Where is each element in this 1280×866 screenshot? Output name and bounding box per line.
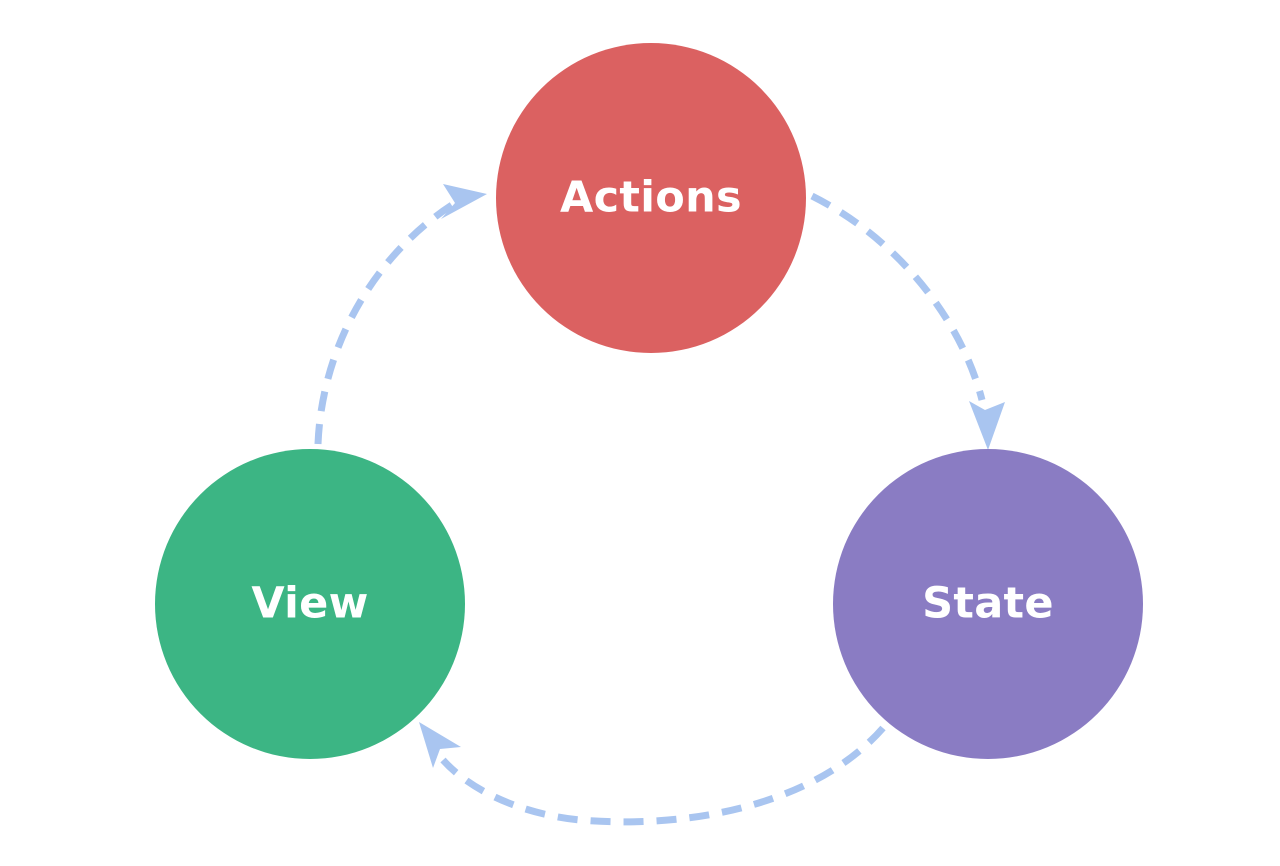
- edge-group: [314, 184, 1005, 826]
- edge-view-to-actions-path: [314, 202, 454, 445]
- node-actions-circle[interactable]: [496, 43, 806, 353]
- edge-actions-to-state[interactable]: [810, 192, 1005, 450]
- node-view-circle[interactable]: [155, 449, 465, 759]
- edge-actions-to-state-path: [810, 192, 986, 401]
- node-state[interactable]: State: [833, 449, 1143, 759]
- node-group: Actions State View: [155, 43, 1143, 759]
- edge-state-to-view-arrowhead: [419, 722, 461, 768]
- node-view[interactable]: View: [155, 449, 465, 759]
- node-actions[interactable]: Actions: [496, 43, 806, 353]
- node-state-circle[interactable]: [833, 449, 1143, 759]
- edge-state-to-view-path: [440, 725, 886, 826]
- edge-view-to-actions[interactable]: [314, 184, 487, 445]
- edge-actions-to-state-arrowhead: [969, 401, 1005, 450]
- edge-view-to-actions-arrowhead: [441, 184, 487, 219]
- edge-state-to-view[interactable]: [419, 722, 886, 826]
